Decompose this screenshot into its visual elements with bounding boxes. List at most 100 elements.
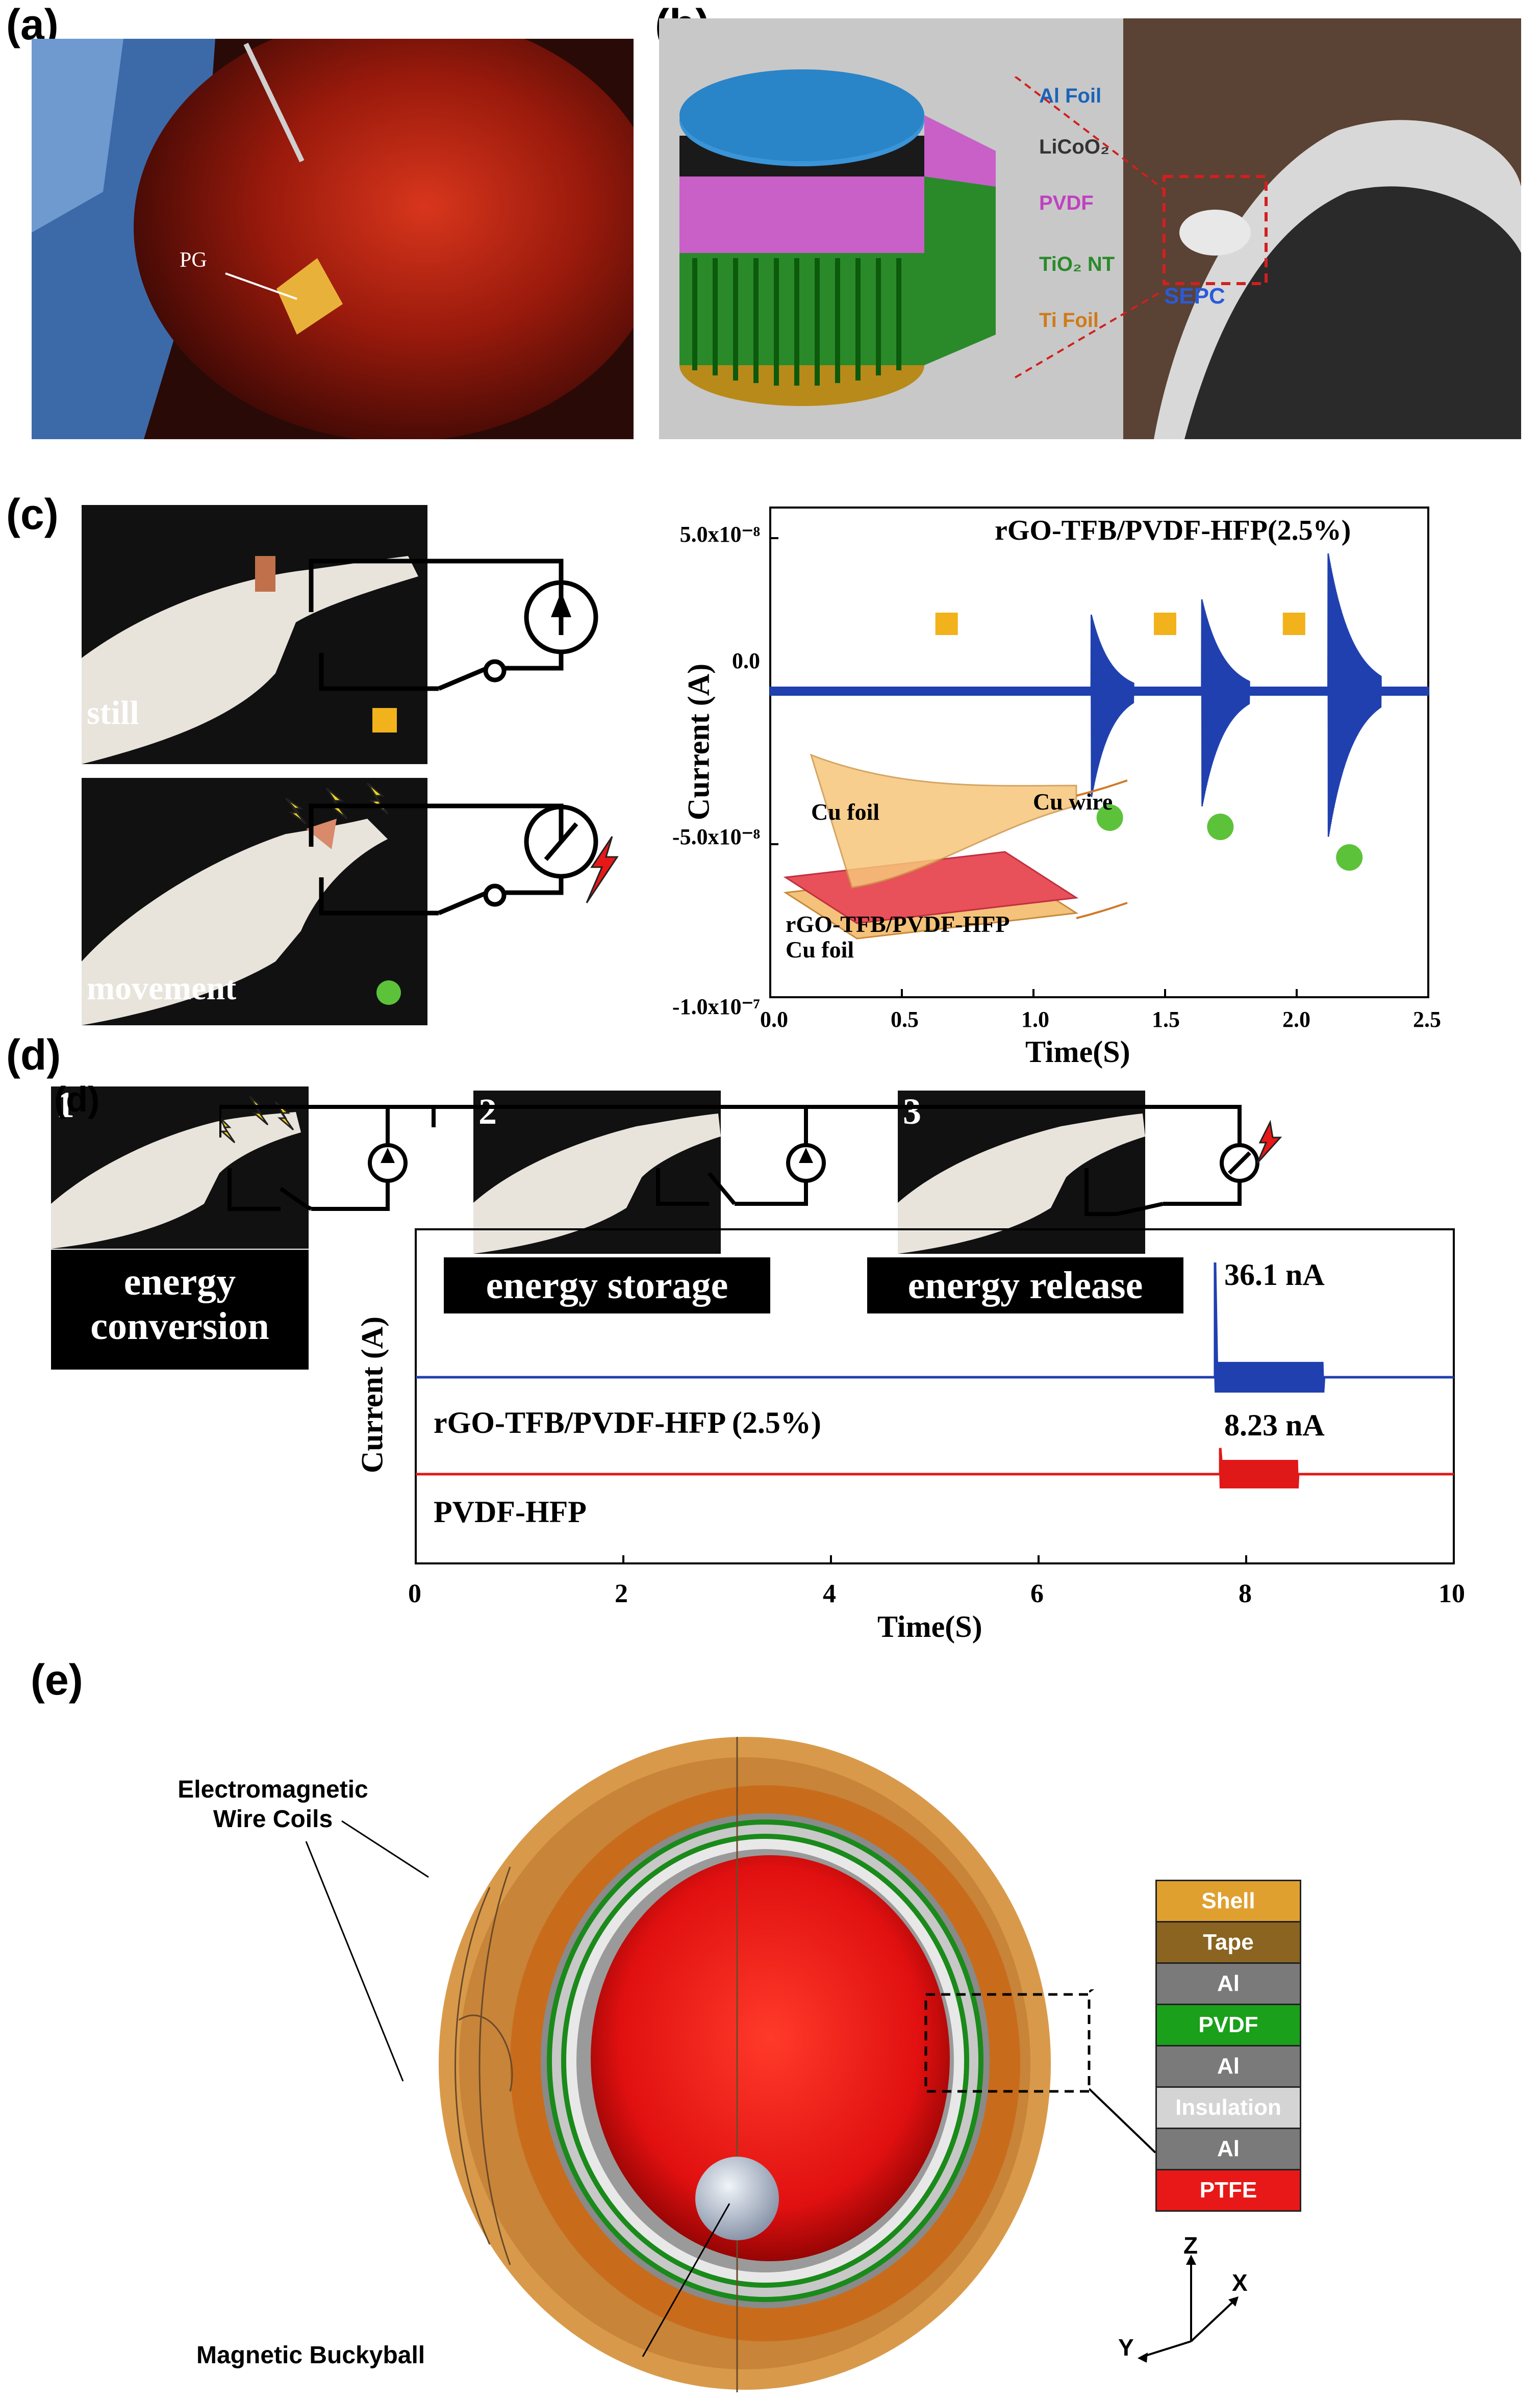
axis-z-label: Z [1183, 2232, 1198, 2259]
stack-al-1: Al [1157, 1964, 1300, 2005]
series-trace-1 [416, 1262, 1454, 1393]
spark-icon [586, 836, 619, 903]
xtick-label-0: 0.0 [760, 1007, 788, 1032]
leader-lines [1014, 77, 1163, 378]
layer-label-tio2: TiO₂ NT [1039, 253, 1115, 275]
step2-glove [473, 1114, 721, 1254]
surgical-scene [32, 39, 634, 439]
step1-caption: energy conversion [51, 1250, 309, 1370]
axis-y-label: Y [1118, 2334, 1134, 2361]
ptfe-cavity [591, 1855, 950, 2261]
movement-label: movement [87, 970, 237, 1007]
step3-caption: energy release [867, 1257, 1183, 1313]
glove-still-photo: still [82, 505, 427, 764]
shoe-scene [1123, 18, 1521, 439]
xtick-label-2: 1.0 [1021, 1007, 1049, 1032]
pg-device [276, 258, 343, 335]
layer-stack-legend: Shell Tape Al PVDF Al Insulation Al PTFE [1155, 1880, 1301, 2212]
step1-caption-line2: conversion [90, 1305, 269, 1348]
movement-marker [1336, 844, 1363, 871]
inset-top-foil-label: Cu foil [811, 799, 880, 825]
movement-marker [1096, 804, 1123, 831]
step2-photo: 2 [473, 1091, 721, 1254]
sphere-diagram [439, 1737, 1091, 2392]
plot-frame-d [415, 1228, 1455, 1564]
ytick-label-1: 0.0 [732, 648, 760, 673]
axes-triad-icon [1138, 2255, 1239, 2363]
chart-d-xlabel: Time(S) [877, 1610, 982, 1644]
signal-trace [769, 553, 1429, 837]
step3-number: 3 [903, 1091, 921, 1132]
circuit-diagram-c [309, 559, 619, 916]
still-marker [1154, 613, 1176, 635]
d-xtick-0: 0 [408, 1579, 421, 1608]
panel-e-label: (e) [31, 1656, 83, 1704]
series-trace-2 [416, 1448, 1454, 1489]
xtick-label-5: 2.5 [1413, 1007, 1441, 1032]
plot-frame [769, 507, 1429, 998]
inset-film-label: rGO-TFB/PVDF-HFP [786, 911, 1010, 937]
step3-glove [898, 1114, 1145, 1254]
chart-c-svg [769, 507, 1429, 998]
magnetic-buckyball [695, 2157, 779, 2240]
inset-top-foil [810, 753, 1077, 889]
layer-label-pvdf: PVDF [1039, 192, 1094, 214]
coil-label-line2: Wire Coils [213, 1805, 333, 1833]
d-xtick-1: 2 [615, 1579, 628, 1608]
sepc-label: SEPC [1164, 284, 1225, 309]
pg-label: PG [180, 248, 207, 272]
stack-al-3: Al [1157, 2129, 1300, 2170]
stack-connector-lines [1089, 1989, 1155, 2154]
series1-name: rGO-TFB/PVDF-HFP (2.5%) [434, 1406, 821, 1439]
step2-number: 2 [478, 1091, 497, 1132]
chart-c: rGO-TFB/PVDF-HFP(2.5%) Current (A) Time(… [638, 500, 1464, 1081]
d-xtick-4: 8 [1239, 1579, 1252, 1608]
inset-wire [1076, 779, 1128, 797]
axis-x-label: X [1232, 2269, 1248, 2296]
step3-photo: 3 [898, 1091, 1145, 1254]
still-marker [935, 613, 958, 635]
series2-name: PVDF-HFP [434, 1495, 587, 1529]
stack-ptfe: PTFE [1157, 2170, 1300, 2210]
still-label: still [87, 694, 139, 731]
glove-movement [82, 782, 389, 1025]
surgical-photo: PG [32, 39, 634, 439]
chart-c-title: rGO-TFB/PVDF-HFP(2.5%) [995, 515, 1351, 546]
stack-shell: Shell [1157, 1881, 1300, 1923]
stack-insulation: Insulation [1157, 2088, 1300, 2129]
xtick-label-1: 0.5 [891, 1007, 919, 1032]
step1-photo: 1 [51, 1086, 309, 1249]
sepc-schematic: Al Foil LiCoO₂ PVDF TiO₂ NT Ti Foil [659, 18, 1123, 439]
still-marker-square [372, 708, 397, 732]
chart-d-svg [415, 1228, 1455, 1564]
xtick-label-4: 2.0 [1282, 1007, 1310, 1032]
step2-caption: energy storage [444, 1257, 770, 1313]
movement-marker [1207, 814, 1234, 840]
stack-pvdf: PVDF [1157, 2005, 1300, 2046]
coil-leader-lines [305, 1820, 429, 2082]
d-xtick-3: 6 [1030, 1579, 1044, 1608]
layered-cylinder-diagram [679, 69, 996, 406]
chart-c-xlabel: Time(S) [1025, 1035, 1130, 1069]
inset-wire-label: Cu wire [1033, 789, 1113, 815]
d-xtick-5: 10 [1438, 1579, 1465, 1608]
chart-d: Current (A) Time(S) 36.1 nA rGO-TFB/PVDF… [356, 1224, 1500, 1648]
d-xtick-2: 4 [823, 1579, 836, 1608]
glove-still [82, 556, 418, 764]
still-marker [1282, 613, 1305, 635]
inset-wire-bottom [1076, 902, 1128, 919]
xtick-label-3: 1.5 [1152, 1007, 1180, 1032]
glove-movement-photo: movement [82, 778, 427, 1025]
panel-c-label: (c) [6, 490, 59, 538]
step1-caption-line1: energy [123, 1260, 236, 1303]
ytick-label-0: 5.0x10⁻⁸ [679, 522, 760, 547]
buckyball-label: Magnetic Buckyball [196, 2342, 425, 2369]
series1-peak-label: 36.1 nA [1224, 1258, 1325, 1292]
ammeter-arrow [551, 592, 571, 617]
stack-al-2: Al [1157, 2046, 1300, 2088]
step1-number: 1 [56, 1086, 74, 1125]
zoom-box [924, 1993, 1091, 2093]
coil-label-line1: Electromagnetic [178, 1776, 368, 1803]
spark-icon-d [1256, 1120, 1282, 1164]
ytick-label-3: -1.0x10⁻⁷ [672, 994, 760, 1019]
